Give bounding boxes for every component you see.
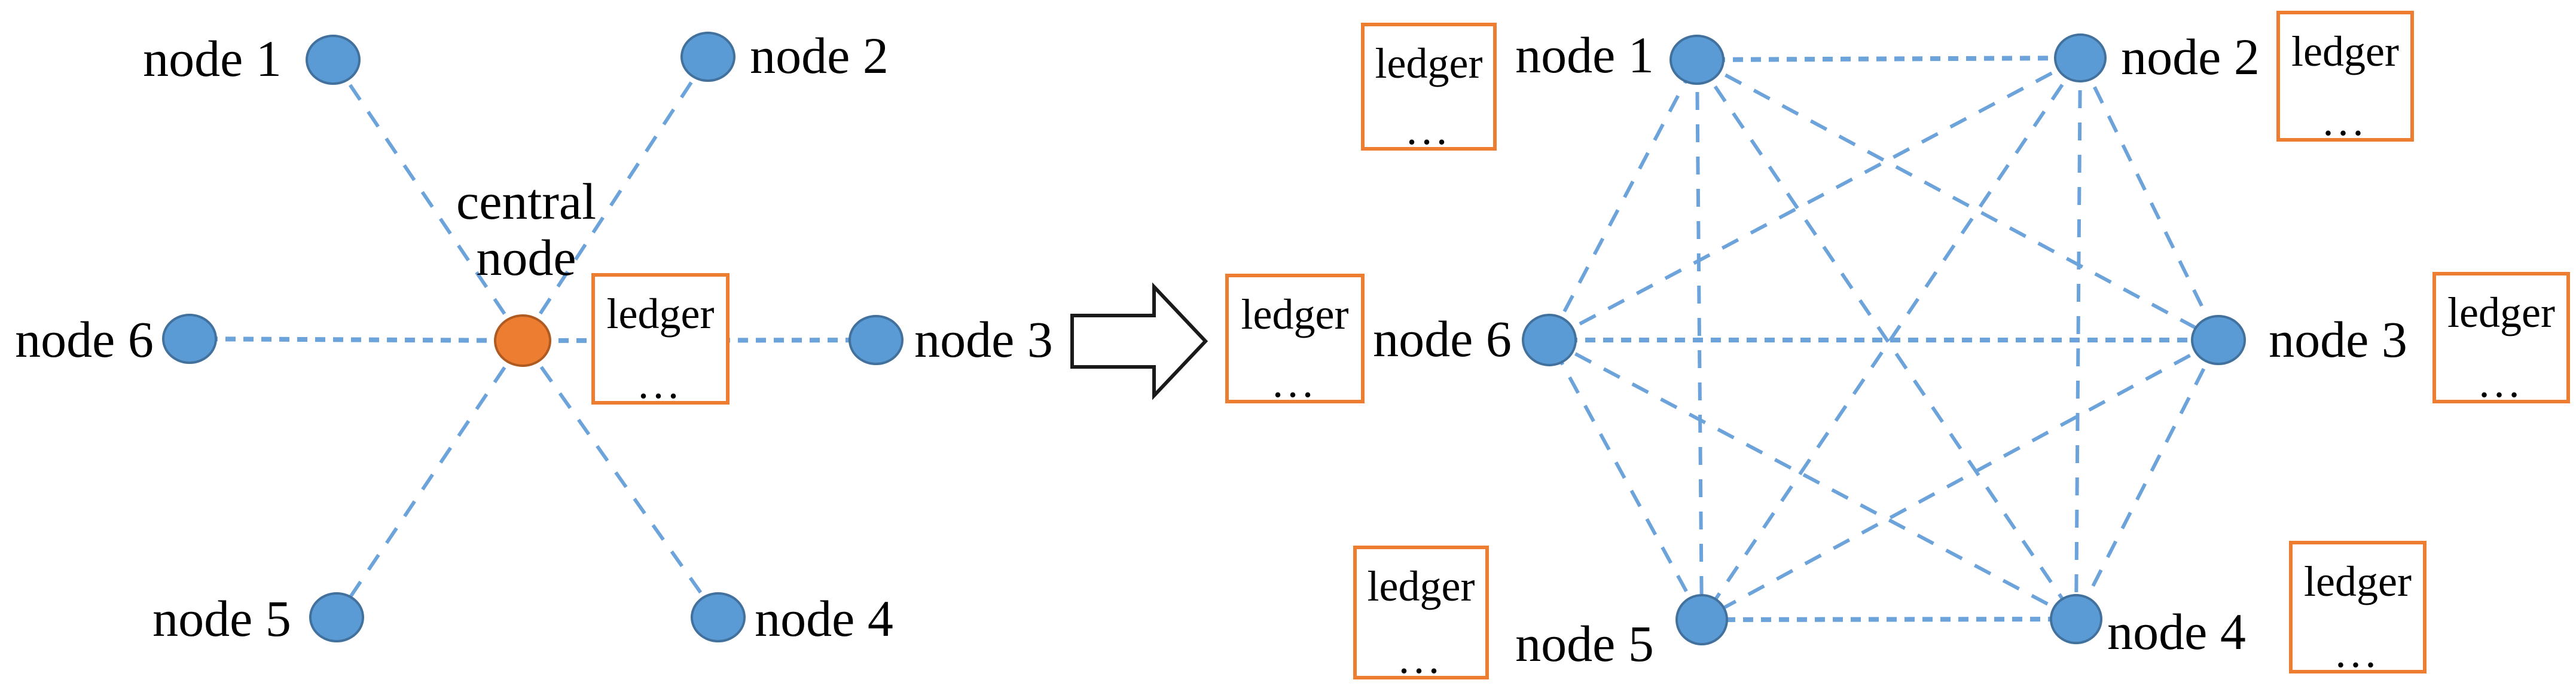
edge-central-node5: [335, 339, 524, 618]
left-node3-label: node 3: [914, 311, 1053, 368]
ledger-ellipsis: ...: [1406, 105, 1451, 154]
right-node1-circle: [1669, 35, 1725, 85]
node6-ledger-box: ledger ...: [1225, 274, 1365, 406]
left-node1-label: node 1: [143, 30, 282, 87]
edge-node3-node4: [2074, 339, 2220, 620]
ledger-title: ledger: [1367, 562, 1475, 610]
edge-node4-node5: [1701, 617, 2077, 622]
right-node3-circle: [2191, 315, 2246, 365]
right-node-circles: [1522, 33, 2246, 645]
edge-central-node4: [521, 339, 720, 618]
ledger-ellipsis: ...: [2335, 628, 2380, 676]
right-node4-circle: [2050, 594, 2102, 644]
ledger-ellipsis: ...: [2479, 358, 2524, 406]
left-node-circles: [162, 32, 904, 642]
edge-node1-node3: [1696, 58, 2220, 342]
node3-ledger-box: ledger ...: [2432, 272, 2570, 406]
left-node5-circle: [309, 592, 364, 642]
edge-node2-node4: [2074, 57, 2082, 620]
edge-node1-node4: [1695, 59, 2078, 620]
ledger-ellipsis: ...: [1272, 358, 1317, 406]
left-node2-circle: [680, 32, 735, 82]
ledger-title: ledger: [2291, 27, 2399, 75]
right-node2-label: node 2: [2121, 28, 2260, 85]
ledger-title: ledger: [1241, 290, 1349, 338]
right-node2-circle: [2054, 33, 2107, 82]
right-node3-label: node 3: [2269, 311, 2407, 368]
right-node6-circle: [1522, 314, 1577, 366]
left-node6-circle: [162, 314, 217, 364]
central-node-label: central node: [456, 173, 596, 286]
ledger-title: ledger: [1375, 39, 1483, 87]
right-arrow-icon: [1070, 282, 1208, 400]
edge-central-node3: [522, 338, 877, 343]
right-mesh-edges: [1548, 56, 2220, 622]
right-node4-label: node 4: [2107, 603, 2246, 660]
left-node6-label: node 6: [15, 311, 154, 368]
edge-node2-node6: [1548, 56, 2081, 342]
ledger-ellipsis: ...: [2322, 96, 2368, 145]
ledger-title: ledger: [2447, 289, 2555, 336]
node2-ledger-box: ledger ...: [2276, 11, 2414, 142]
left-node1-circle: [306, 35, 361, 85]
edge-central-node1: [331, 59, 524, 342]
edge-central-node2: [521, 56, 710, 342]
edge-node2-node5: [1700, 57, 2082, 621]
edge-node3-node5: [1701, 338, 2220, 621]
left-node3-circle: [849, 315, 904, 365]
edge-node6-node1: [1548, 59, 1699, 341]
left-node4-circle: [691, 592, 746, 642]
edge-node4-node6: [1548, 338, 2077, 621]
node4-ledger-box: ledger ...: [2289, 541, 2427, 676]
ledger-ellipsis: ...: [638, 359, 683, 408]
ledger-ellipsis: ...: [1399, 634, 1443, 682]
central-node-label-line2: node: [476, 229, 576, 286]
central-node-label-line1: central: [456, 173, 596, 230]
edge-node1-node2: [1696, 56, 2081, 62]
left-star-edges: [189, 56, 877, 618]
left-node5-label: node 5: [152, 590, 291, 647]
edge-node1-node5: [1695, 59, 1704, 620]
left-node4-label: node 4: [755, 590, 893, 647]
edge-node5-node6: [1548, 339, 1704, 621]
central-node-circle: [494, 314, 551, 367]
node5-ledger-box: ledger ...: [1353, 546, 1489, 682]
edge-central-node6: [189, 336, 523, 343]
ledger-title: ledger: [606, 290, 715, 338]
right-node6-label: node 6: [1373, 310, 1512, 368]
right-node5-label: node 5: [1515, 615, 1654, 672]
node1-ledger-box: ledger ...: [1361, 23, 1497, 151]
right-node1-label: node 1: [1515, 26, 1654, 84]
right-node5-circle: [1675, 594, 1728, 645]
edge-node2-node3: [2078, 57, 2220, 341]
ledger-title: ledger: [2304, 558, 2412, 605]
central-ledger-box: ledger ...: [591, 273, 730, 405]
left-node2-label: node 2: [750, 27, 889, 84]
